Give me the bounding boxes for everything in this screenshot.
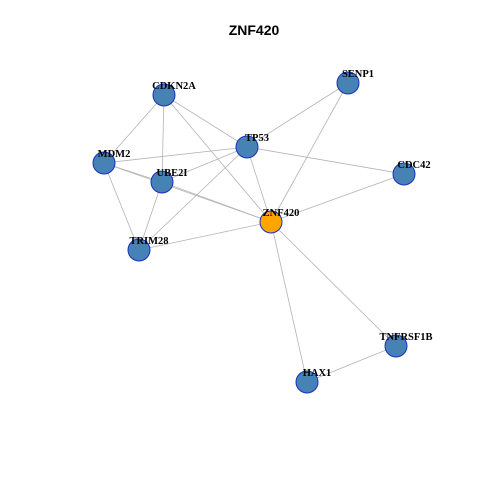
edge-cdkn2a-ube2i (161, 94, 165, 183)
node-label-cdkn2a: CDKN2A (152, 81, 196, 92)
node-circle-tnfrsf1b (384, 334, 408, 358)
edge-znf420-hax1 (270, 221, 308, 383)
edge-tp53-ube2i (161, 146, 248, 183)
node-circle-tp53 (235, 135, 259, 159)
edge-cdkn2a-mdm2 (103, 94, 165, 164)
node-circle-cdkn2a (152, 83, 176, 107)
node-label-hax1: HAX1 (303, 368, 332, 379)
node-label-senp1: SENP1 (342, 69, 374, 80)
edge-cdkn2a-znf420 (163, 94, 272, 223)
edge-cdc42-znf420 (270, 173, 405, 223)
edge-tp53-znf420 (246, 146, 272, 223)
node-label-trim28: TRIM28 (129, 236, 168, 247)
edge-cdkn2a-tp53 (163, 94, 248, 148)
node-circle-mdm2 (92, 151, 116, 175)
node-circle-senp1 (336, 71, 360, 95)
node-label-mdm2: MDM2 (98, 149, 131, 160)
node-label-tp53: TP53 (245, 133, 269, 144)
node-hax1: HAX1 (295, 368, 332, 394)
diagram-title: ZNF420 (229, 22, 280, 38)
edge-ube2i-trim28 (138, 181, 163, 251)
node-label-cdc42: CDC42 (397, 160, 430, 171)
node-tnfrsf1b: TNFRSF1B (379, 332, 433, 358)
node-trim28: TRIM28 (127, 236, 169, 262)
edge-ube2i-znf420 (161, 181, 272, 223)
edges-layer (103, 82, 405, 383)
edge-znf420-tnfrsf1b (270, 221, 397, 347)
node-znf420: ZNF420 (259, 208, 300, 234)
node-cdc42: CDC42 (392, 160, 431, 186)
edge-senp1-tp53 (246, 82, 349, 148)
edge-tnfrsf1b-hax1 (306, 345, 397, 383)
node-tp53: TP53 (235, 133, 269, 159)
node-cdkn2a: CDKN2A (152, 81, 196, 107)
node-ube2i: UBE2I (150, 168, 188, 194)
edge-tp53-trim28 (138, 146, 248, 251)
node-label-ube2i: UBE2I (157, 168, 188, 179)
node-label-znf420: ZNF420 (263, 208, 300, 219)
node-circle-hax1 (295, 370, 319, 394)
node-circle-ube2i (150, 170, 174, 194)
edge-tp53-cdc42 (246, 146, 405, 175)
edge-znf420-trim28 (138, 221, 272, 251)
edge-mdm2-trim28 (103, 162, 140, 251)
node-circle-znf420 (259, 210, 283, 234)
node-circle-trim28 (127, 238, 151, 262)
node-circle-cdc42 (392, 162, 416, 186)
edge-tp53-mdm2 (103, 146, 248, 164)
node-mdm2: MDM2 (92, 149, 131, 175)
node-label-tnfrsf1b: TNFRSF1B (379, 332, 432, 343)
node-senp1: SENP1 (336, 69, 374, 95)
edge-senp1-znf420 (270, 82, 349, 223)
